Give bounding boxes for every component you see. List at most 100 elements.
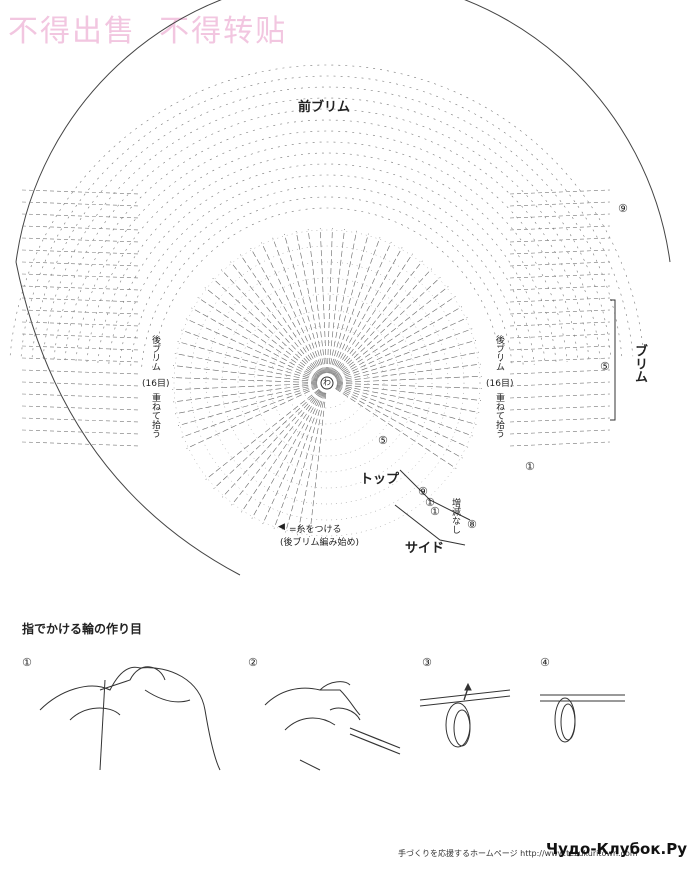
section-title: 指でかける輪の作り目	[22, 622, 143, 636]
brim-label: ブリム	[632, 344, 647, 383]
step-number: ③	[422, 656, 432, 669]
step-number: ④	[540, 656, 550, 669]
brim-stitch-right	[509, 273, 611, 279]
brim-stitch-left	[21, 213, 141, 219]
crown-ring	[269, 325, 385, 441]
side-bracket	[394, 504, 466, 546]
brim-stitch-left	[21, 357, 141, 363]
crown-ray	[335, 388, 457, 469]
crown-ray	[273, 392, 324, 529]
brim-stitch-right	[509, 405, 611, 411]
brim-row	[108, 163, 546, 364]
brim-row	[9, 64, 645, 356]
back-brim-right-label: 後ブリム	[494, 335, 504, 371]
count-left-label: (16目)	[142, 379, 170, 389]
crown-ray	[334, 277, 441, 377]
brim-row	[31, 86, 623, 358]
brim-stitch-left	[21, 309, 141, 315]
top-label: トップ	[360, 472, 400, 487]
crown-ray	[336, 328, 473, 380]
brim-row	[64, 119, 590, 361]
brim-stitch-right	[509, 249, 611, 255]
crown-ray	[328, 230, 357, 374]
crown-ray	[173, 383, 318, 403]
brim-row	[141, 196, 513, 367]
side-label: サイド	[405, 541, 445, 556]
brim-stitch-left	[21, 249, 141, 255]
crown-ray	[175, 384, 318, 415]
round-number: ⑨	[618, 202, 628, 215]
brim-stitch-right	[509, 237, 611, 243]
crown-ray	[185, 318, 319, 380]
brim-stitch-right	[509, 417, 611, 423]
crown-ray	[335, 306, 463, 379]
brim-stitch-right	[509, 297, 611, 303]
crown-ray	[181, 329, 318, 380]
footer-caption: 手づくりを応援するホームページ http://www.tezukuritown.…	[398, 849, 638, 858]
crown-ray	[336, 375, 482, 383]
crown-ray	[336, 384, 480, 413]
crown-ray	[204, 287, 320, 378]
crown-ray	[285, 392, 325, 533]
crown-ray	[213, 389, 320, 489]
crown-ray	[332, 260, 423, 376]
crown-ray	[330, 241, 392, 375]
crown-ray	[336, 363, 481, 383]
crown-ray	[333, 268, 432, 376]
crown-ray	[295, 231, 326, 374]
crown-ray	[251, 391, 323, 519]
crown-ray	[330, 237, 381, 374]
crown-ray	[335, 296, 456, 378]
brim-stitch-left	[21, 321, 141, 327]
round-number: ①	[425, 496, 435, 509]
crown-ray	[272, 237, 324, 374]
crown-ray	[336, 383, 482, 401]
crown-ray	[212, 278, 320, 377]
center-ring	[320, 376, 334, 390]
brim-stitch-left	[21, 429, 141, 435]
crown-ring	[285, 341, 369, 425]
brim-stitch-left	[21, 345, 141, 351]
brim-rows	[9, 64, 645, 447]
crown-ray	[336, 385, 477, 425]
crown-ray	[327, 228, 345, 374]
brim-stitch-right	[509, 357, 611, 363]
crown-ray	[335, 386, 469, 448]
legend-symbol: ◀	[278, 522, 285, 532]
crown-ray	[177, 341, 318, 381]
crown-ray	[174, 353, 318, 382]
crown-ring	[189, 245, 465, 521]
loop-illustration-3	[419, 682, 511, 748]
brim-stitch-left	[21, 381, 141, 387]
crown-ray	[172, 383, 318, 391]
crown-ray	[222, 390, 321, 498]
crown-ray	[297, 392, 326, 536]
brim-row	[152, 207, 502, 368]
crown-ray	[177, 385, 318, 427]
step-number: ②	[248, 656, 258, 669]
crown-ray	[172, 365, 318, 383]
count-right-label: (16目)	[486, 379, 514, 389]
round-number: ①	[525, 460, 535, 473]
crown-ray	[336, 339, 477, 381]
outer-arc-bottom-left	[15, 261, 241, 576]
brim-stitch-right	[509, 189, 611, 195]
brim-row	[86, 141, 568, 363]
brim-row	[130, 185, 524, 366]
crown-ray	[329, 233, 369, 374]
crown-ring	[173, 229, 481, 537]
brim-stitch-left	[21, 237, 141, 243]
brim-stitch-left	[21, 285, 141, 291]
crown-ray	[181, 386, 318, 438]
crown-ray	[262, 391, 324, 525]
hand-illustration-1	[39, 666, 221, 771]
round-number: ⑤	[600, 360, 610, 373]
brim-stitch-right	[509, 285, 611, 291]
brim-stitch-left	[21, 405, 141, 411]
top-bracket	[399, 469, 471, 521]
crown-ray	[336, 383, 482, 389]
brim-stitch-left	[21, 189, 141, 195]
brim-stitch-right	[509, 429, 611, 435]
crown-ring	[301, 357, 353, 409]
crown-ray	[261, 242, 324, 375]
